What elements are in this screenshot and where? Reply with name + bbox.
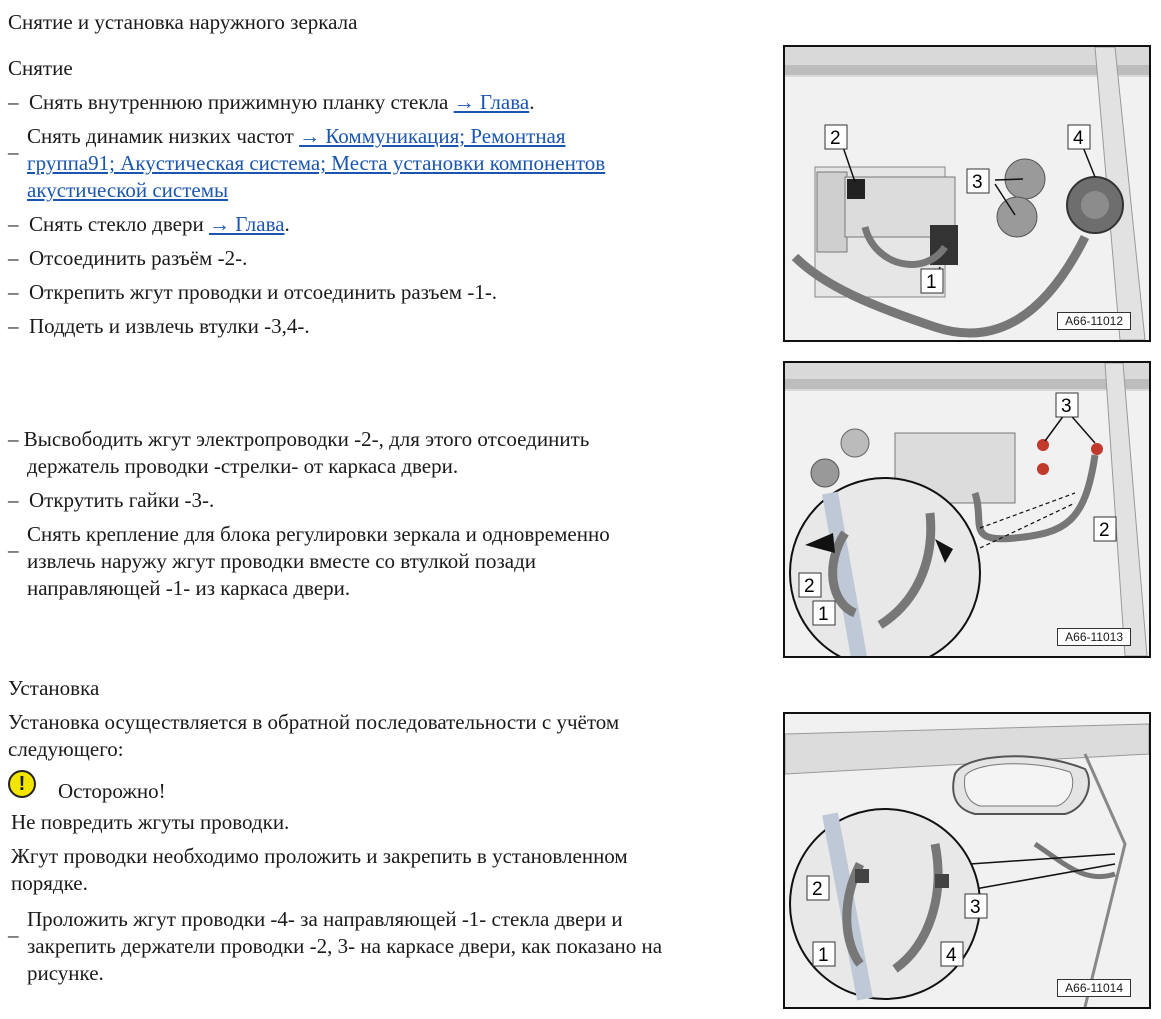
- callout: 2: [812, 879, 823, 900]
- step-dash: _: [8, 133, 19, 157]
- caution-icon: !: [8, 770, 36, 798]
- figure-label: A66-11012: [1057, 312, 1131, 330]
- section-heading-removal: Снятие: [8, 56, 73, 80]
- figure-label: A66-11013: [1057, 628, 1131, 646]
- link-chapter[interactable]: → Глава: [453, 90, 530, 114]
- section-heading-install: Установка: [8, 676, 100, 700]
- step-disconnect-2: – Отсоединить разъём -2-.: [8, 246, 248, 270]
- link-communication-cont2[interactable]: акустической системы: [27, 178, 229, 202]
- callout: 2: [830, 128, 841, 149]
- step-release-harness: – Высвободить жгут электропроводки -2-, …: [8, 427, 590, 451]
- figure-3: 2 3 1 4 A66-11014: [783, 712, 1151, 1009]
- step-unscrew-nuts: – Открутить гайки -3-.: [8, 488, 215, 512]
- callout: 3: [970, 897, 981, 918]
- step-remove-glass-strip: – Снять внутреннюю прижимную планку стек…: [8, 90, 535, 114]
- step-remove-woofer: Снять динамик низких частот → Коммуникац…: [27, 124, 566, 148]
- figure-1-illustration: 2 3 4 1: [785, 47, 1149, 340]
- callout: 4: [1073, 128, 1084, 149]
- step-remove-grommets: – Поддеть и извлечь втулки -3,4-.: [8, 314, 310, 338]
- caution-note-2: Жгут проводки необходимо проложить и зак…: [11, 844, 628, 868]
- caution-label: Осторожно!: [58, 779, 166, 803]
- caution-note-1: Не повредить жгуты проводки.: [11, 810, 290, 834]
- link-communication[interactable]: → Коммуникация; Ремонтная: [299, 124, 566, 148]
- page-title: Снятие и установка наружного зеркала: [8, 10, 358, 34]
- callout: 4: [946, 945, 957, 966]
- step-remove-mount: Снять крепление для блока регулировки зе…: [27, 522, 610, 546]
- callout: 1: [926, 272, 937, 293]
- callout: 3: [1061, 396, 1072, 417]
- figure-2: 3 2 2 1 A66-11013: [783, 361, 1151, 658]
- install-intro: Установка осуществляется в обратной посл…: [8, 710, 620, 734]
- callout: 2: [804, 576, 815, 597]
- callout: 1: [818, 945, 829, 966]
- link-chapter-2[interactable]: → Глава: [208, 212, 285, 236]
- figure-label: A66-11014: [1057, 979, 1131, 997]
- callout: 3: [972, 172, 983, 193]
- callout: 2: [1099, 520, 1110, 541]
- figure-1: 2 3 4 1 A66-11012: [783, 45, 1151, 342]
- figure-3-illustration: 2 3 1 4: [785, 723, 1149, 1007]
- callout: 1: [818, 604, 829, 625]
- step-remove-door-glass: – Снять стекло двери → Глава.: [8, 212, 290, 236]
- step-route-harness: Проложить жгут проводки -4- за направляю…: [27, 907, 623, 931]
- step-disconnect-1: – Открепить жгут проводки и отсоединить …: [8, 280, 498, 304]
- link-communication-cont[interactable]: группа91; Акустическая система; Места ус…: [27, 151, 606, 175]
- figure-2-illustration: 3 2 2 1: [785, 363, 1149, 656]
